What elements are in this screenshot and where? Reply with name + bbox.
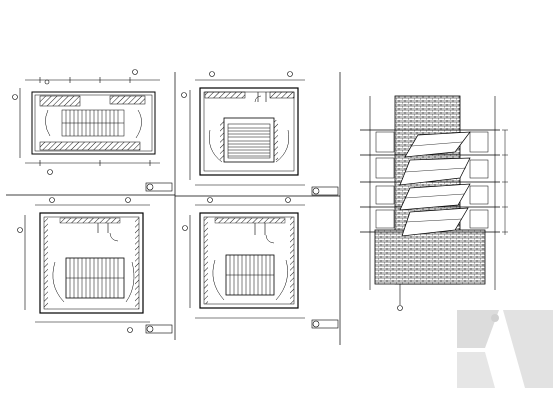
stair-plan-3 xyxy=(17,197,173,334)
watermark-logo xyxy=(457,310,553,388)
stair-plan-2 xyxy=(181,71,339,196)
stair-plan-4 xyxy=(182,197,339,329)
stair-section xyxy=(360,95,508,311)
stair-plan-1 xyxy=(12,69,173,192)
